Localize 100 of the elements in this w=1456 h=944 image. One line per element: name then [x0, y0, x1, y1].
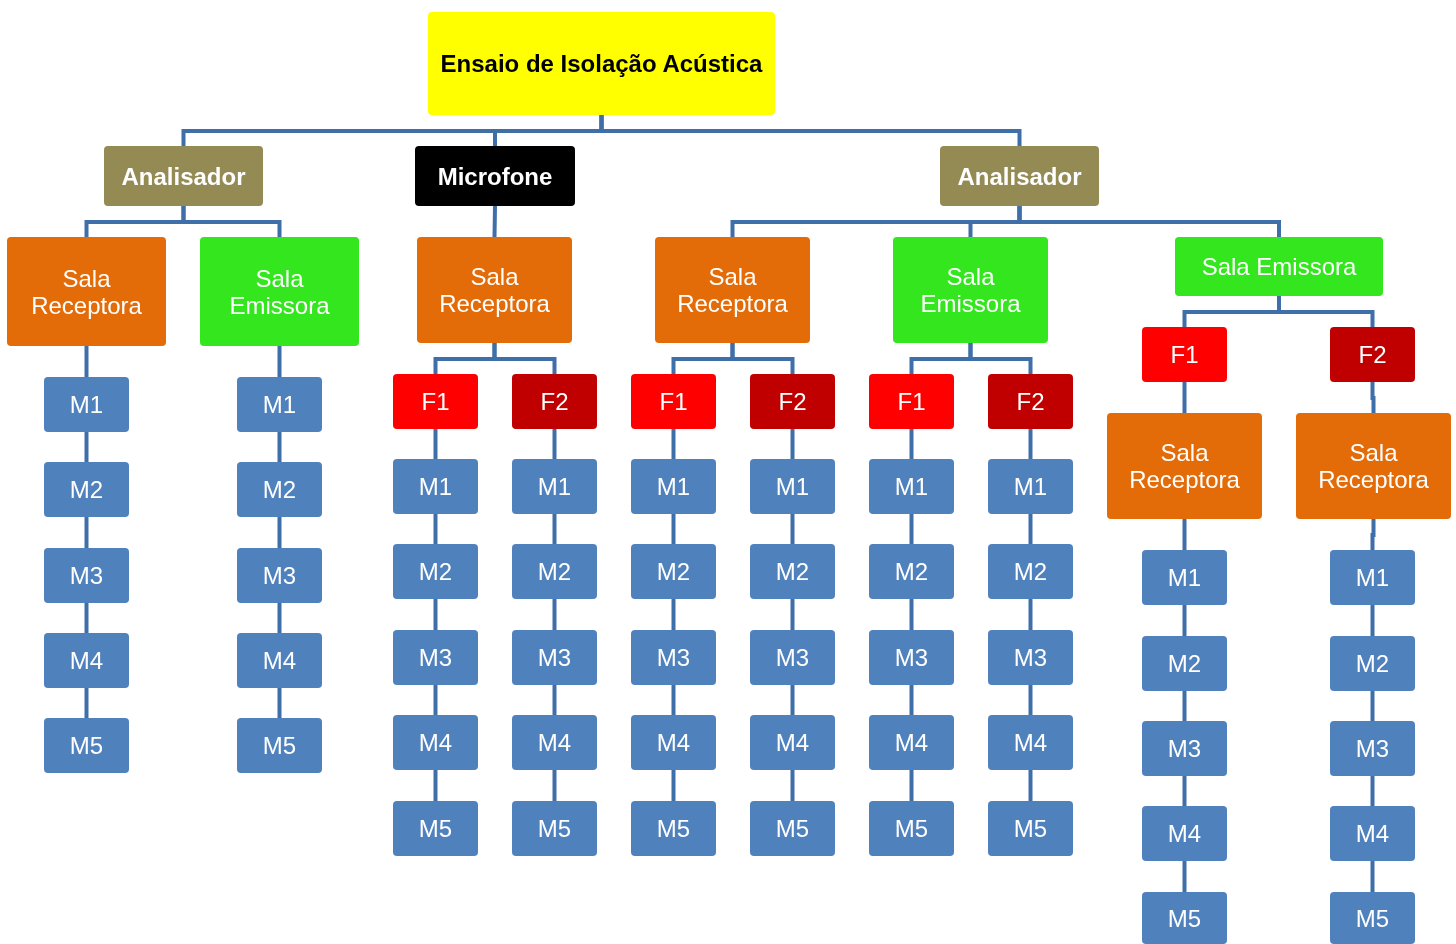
org-chart-box: [512, 715, 597, 770]
org-chart-box: [1330, 636, 1415, 691]
connector-line: [277, 346, 282, 377]
org-chart-box: [417, 237, 572, 343]
box-label: M4: [656, 729, 691, 756]
connector-line: [1028, 685, 1033, 715]
org-chart-box: [631, 459, 716, 514]
org-chart-box: [631, 374, 716, 429]
org-chart-box: [393, 544, 478, 599]
org-chart-box: [1330, 721, 1415, 776]
org-chart-box: [393, 374, 478, 429]
connector-line: [1182, 605, 1187, 636]
org-chart-box: [1330, 327, 1415, 382]
connector-line: [1182, 691, 1187, 721]
org-chart-box: [393, 715, 478, 770]
org-chart-box: [428, 12, 775, 115]
box-label: F2: [778, 388, 807, 415]
org-chart-box: [1142, 550, 1227, 605]
org-chart-box: [1142, 806, 1227, 861]
org-chart-box: [393, 630, 478, 685]
org-chart-box: [750, 459, 835, 514]
org-chart-box: [237, 718, 322, 773]
box-label: M2: [656, 558, 691, 585]
connector-line: [84, 603, 89, 633]
connector-line: [552, 685, 557, 715]
box-label: M4: [418, 729, 453, 756]
box-label: Analisador: [957, 162, 1082, 190]
box-label: M5: [418, 815, 453, 842]
box-label: Sala Emissora: [1201, 253, 1357, 280]
connector-line: [1370, 776, 1375, 806]
org-chart-box: [631, 715, 716, 770]
box-label: M3: [656, 644, 691, 671]
box-label: M1: [537, 473, 572, 500]
box-label: F2: [540, 388, 569, 415]
connector-line: [1277, 296, 1375, 327]
box-label: M3: [1167, 735, 1202, 762]
box-label: M4: [894, 729, 929, 756]
box-label: M2: [1355, 650, 1390, 677]
org-chart-box: [988, 459, 1073, 514]
box-label: M5: [894, 815, 929, 842]
box-label: M1: [1013, 473, 1048, 500]
box-label: M2: [418, 558, 453, 585]
org-chart-box: [237, 633, 322, 688]
connector-line: [599, 115, 1022, 146]
connector-line: [433, 514, 438, 544]
connector-line: [909, 429, 914, 459]
box-label: M2: [775, 558, 810, 585]
box-label: M5: [1355, 904, 1390, 932]
box-label: Analisador: [121, 162, 246, 190]
connector-line: [1182, 519, 1187, 550]
box-label: M3: [894, 644, 929, 671]
box-label: M1: [1167, 564, 1202, 591]
box-label: M4: [775, 729, 810, 756]
connector-line: [671, 429, 676, 459]
org-chart-box: [988, 630, 1073, 685]
org-chart-box: [1330, 550, 1415, 605]
box-label: M5: [1013, 815, 1048, 842]
org-chart-box: [44, 548, 129, 603]
org-chart-box: [750, 374, 835, 429]
org-chart-box: [393, 801, 478, 856]
org-chart-box: [237, 377, 322, 432]
connector-line: [968, 343, 1033, 374]
org-chart-box: [44, 718, 129, 773]
connector-line: [277, 432, 282, 462]
connector-line: [1182, 382, 1187, 413]
connector-line: [84, 432, 89, 462]
connector-line: [730, 343, 795, 374]
box-label: M5: [69, 732, 104, 759]
box-label: F1: [421, 388, 450, 415]
org-chart-box: [988, 374, 1073, 429]
box-label: M4: [1167, 820, 1202, 847]
connector-line: [552, 514, 557, 544]
connector-line: [492, 205, 497, 238]
connector-line: [790, 429, 795, 459]
org-chart-box: [631, 630, 716, 685]
connector-line: [909, 514, 914, 544]
box-label: M3: [1013, 644, 1048, 671]
box-label: M2: [262, 476, 297, 503]
org-chart-box: [1107, 413, 1262, 519]
box-label: M1: [1355, 564, 1390, 591]
box-label: M5: [262, 732, 297, 759]
box-label: M4: [1013, 729, 1048, 756]
box-label: M3: [775, 644, 810, 671]
org-chart-box: [988, 715, 1073, 770]
org-chart-box: [869, 715, 954, 770]
org-chart-box: [1142, 636, 1227, 691]
org-chart-box: [750, 801, 835, 856]
box-label: M1: [656, 473, 691, 500]
connector-line: [181, 206, 282, 237]
connector-line: [1182, 861, 1187, 892]
box-label: Sala Receptora: [1317, 439, 1430, 493]
connector-line: [1028, 429, 1033, 459]
box-label: M1: [775, 473, 810, 500]
connector-line: [433, 599, 438, 630]
connector-line: [1370, 691, 1375, 721]
box-label: Sala Receptora: [30, 264, 143, 319]
connector-line: [790, 599, 795, 630]
org-chart-box: [893, 237, 1048, 343]
org-chart-box: [655, 237, 810, 343]
box-label: Microfone: [437, 162, 553, 190]
